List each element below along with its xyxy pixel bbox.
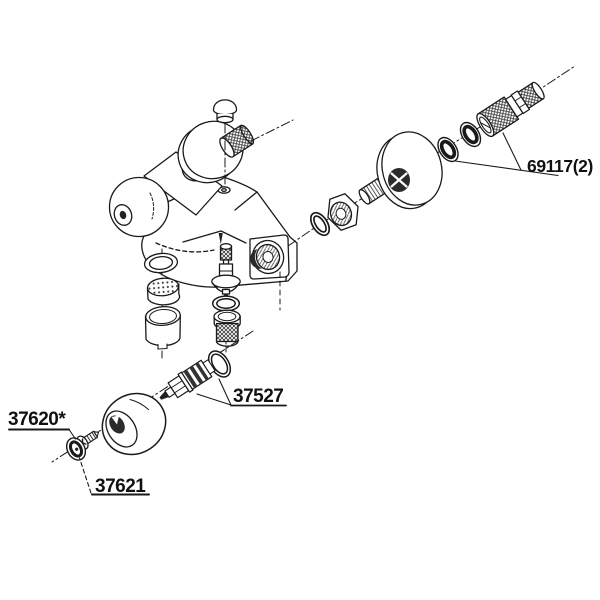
flange-washer-1 <box>437 136 459 163</box>
centerline-supply <box>287 65 576 247</box>
top-button-cap <box>212 99 238 124</box>
leader-37527-cartridge <box>196 393 232 406</box>
body-underside-edge <box>182 230 247 244</box>
outlet-port <box>249 234 290 280</box>
supply-nut <box>327 193 359 231</box>
wall-connector-69117 <box>476 81 545 138</box>
upper-arm-block <box>143 151 223 216</box>
index-cap-37620 <box>65 437 87 461</box>
spout-inner-dashed-edge <box>155 242 215 253</box>
diverter-stem <box>211 243 241 300</box>
body-top-hole-bore <box>221 188 227 192</box>
label-69117: 69117(2) <box>527 156 593 176</box>
leader-lines <box>8 132 559 496</box>
aerator-washer <box>143 252 179 274</box>
body-fold-edge <box>234 191 258 211</box>
handle-knob-37621 <box>101 392 167 456</box>
supply-oring <box>309 211 331 237</box>
label-37621: 37621 <box>95 476 146 497</box>
leader-37621-handle <box>78 457 92 494</box>
faucet-body <box>108 99 298 288</box>
diverter-knob <box>219 124 255 158</box>
leader-69117-washers <box>454 160 559 177</box>
label-37527: 37527 <box>233 386 283 407</box>
diverter-pin-icon <box>218 233 223 245</box>
leader-37527-oring <box>218 378 232 406</box>
spout-ball-end <box>108 176 170 238</box>
aerator-insert <box>146 277 181 306</box>
valve-cartridge-37527 <box>159 359 216 400</box>
wall-flange <box>376 131 443 210</box>
leader-69117-connector <box>502 132 522 171</box>
flange-washer-2 <box>459 121 482 148</box>
centerline-diverter-knob <box>250 119 294 142</box>
diverter-bushing <box>213 309 241 347</box>
diverter-oring <box>211 295 241 312</box>
label-37620: 37620* <box>8 409 66 430</box>
leader-37620-cap <box>68 428 77 440</box>
aerator-shell <box>144 305 181 350</box>
